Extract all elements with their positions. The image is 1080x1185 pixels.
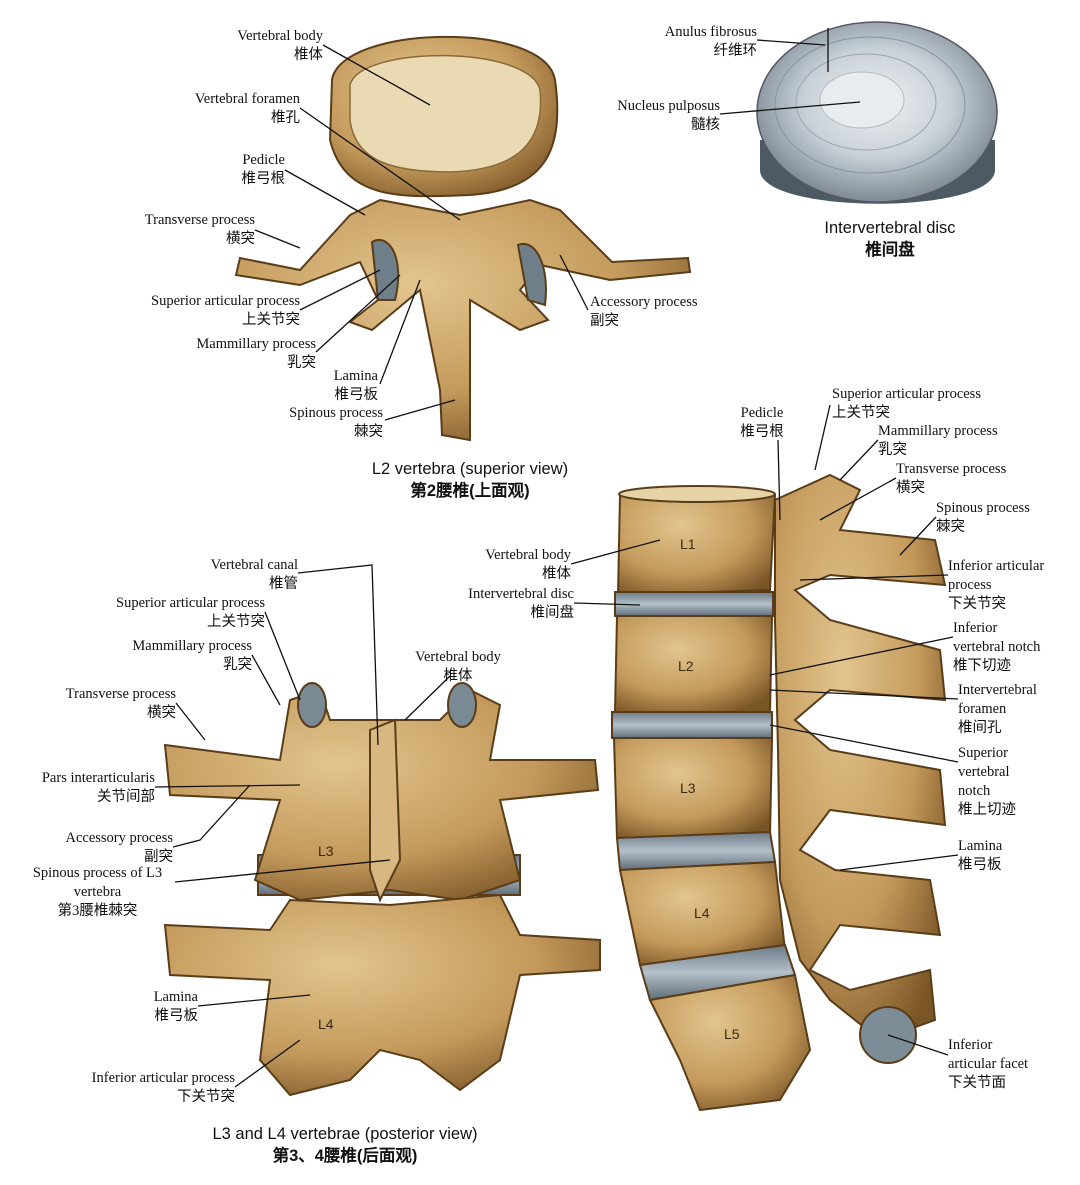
leader-lines: [154, 28, 959, 1088]
vertebra-label-l2: L2: [678, 658, 694, 674]
vertebra-label-l1: L1: [680, 536, 696, 552]
l2-vertebra-drawing: [234, 35, 692, 442]
vertebra-label-l4-lateral: L4: [694, 905, 710, 921]
vertebra-label-l5: L5: [724, 1026, 740, 1042]
l2-caption: L2 vertebra (superior view)第2腰椎(上面观): [371, 460, 569, 500]
lumbar-column-lateral-drawing: [611, 473, 947, 1112]
intervertebral-disc-drawing: [756, 21, 998, 204]
l3-l4-posterior-drawing: [163, 682, 601, 1097]
vertebra-label-l4: L4: [318, 1016, 334, 1032]
vertebra-label-l3-lateral: L3: [680, 780, 696, 796]
vertebra-label-l3: L3: [318, 843, 334, 859]
posterior-caption: L3 and L4 vertebrae (posterior view)第3、4…: [212, 1125, 478, 1165]
